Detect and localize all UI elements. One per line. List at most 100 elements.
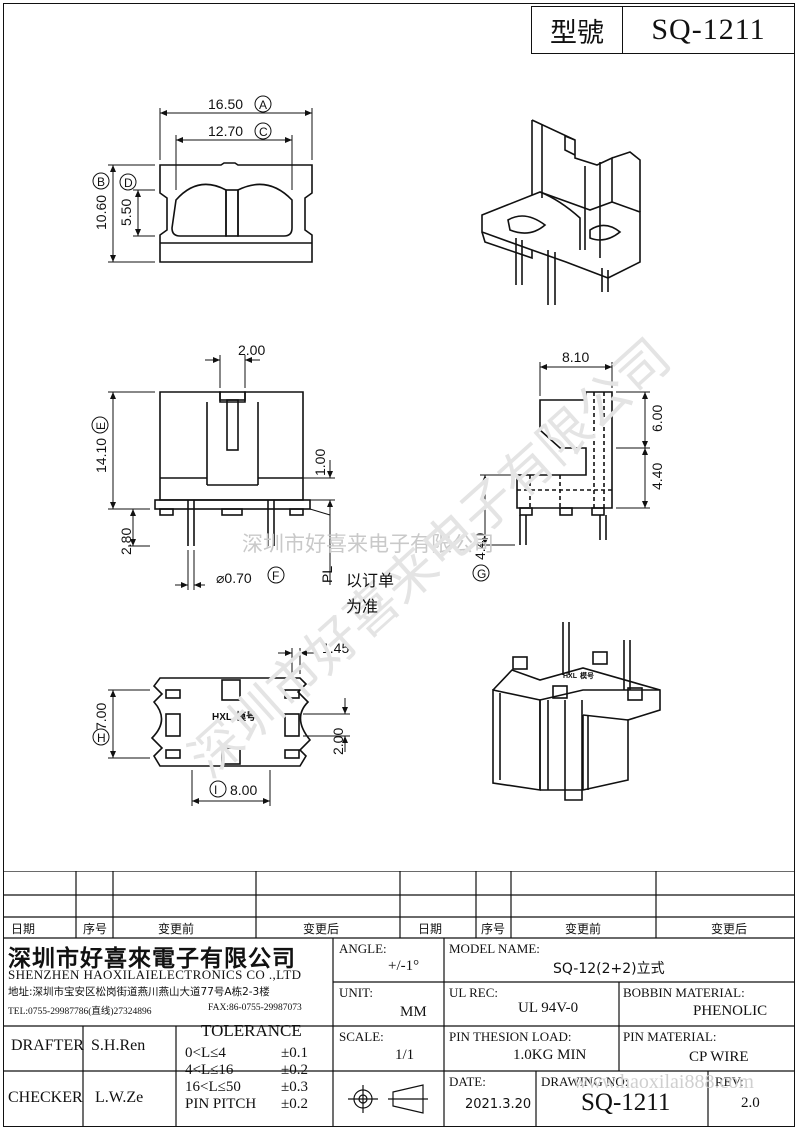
isometric-view-bottom (492, 622, 661, 801)
bottom-marking-brand: HXL (212, 712, 232, 723)
angle-label: ANGLE: (339, 941, 387, 956)
pin-load-value: 1.0KG MIN (513, 1047, 587, 1063)
drawing-frame (3, 3, 795, 1127)
tolerance-range-1: 0<L≤4 (185, 1045, 226, 1061)
title-block: 日期 序号 变更前 变更后 日期 序号 变更前 变更后 深圳市好喜來電子有限公司… (3, 871, 795, 1127)
bottom-marking-model: 模号 (236, 710, 256, 723)
iso-marking-model: 模号 (580, 671, 594, 680)
rev-header-seq-2: 序号 (481, 922, 506, 936)
tolerance-range-4: PIN PITCH (185, 1096, 257, 1112)
dim-e-tag: E (94, 422, 108, 430)
dim-side-upper: 6.00 (649, 405, 665, 432)
tolerance-range-2: 4<L≤16 (185, 1062, 234, 1078)
company-name-cn: 深圳市好喜來電子有限公司 (8, 946, 296, 972)
dim-b: 10.60 (93, 195, 109, 230)
rev-value: 2.0 (741, 1095, 760, 1111)
dim-f-tag: F (272, 569, 279, 583)
tolerance-value-1: ±0.1 (281, 1045, 308, 1061)
pl-note-line1: 以订单 (346, 571, 395, 590)
dim-d-tag: D (124, 176, 133, 190)
tolerance-value-2: ±0.2 (281, 1062, 308, 1078)
tolerance-value-4: ±0.2 (281, 1096, 308, 1112)
dim-front-top: 2.00 (238, 342, 265, 358)
rev-header-after-2: 变更后 (711, 922, 748, 936)
drafter-label: DRAFTER (11, 1037, 84, 1054)
pin-load-label: PIN THESION LOAD: (449, 1029, 572, 1044)
top-view (108, 108, 313, 263)
date-value: 2021.3.20 (465, 1097, 532, 1112)
ul-label: UL REC: (449, 985, 498, 1000)
pin-material-value: CP WIRE (689, 1049, 749, 1065)
checker-value: L.W.Ze (95, 1089, 144, 1106)
dim-side-lower: 4.40 (649, 463, 665, 490)
isometric-view-top (481, 119, 641, 305)
iso-marking-brand: HXL (563, 673, 578, 680)
dim-side-width: 8.10 (562, 349, 589, 365)
checker-label: CHECKER (8, 1089, 83, 1106)
dim-d: 5.50 (118, 199, 134, 226)
dim-b-tag: B (97, 175, 105, 189)
model-label: 型號 (532, 7, 623, 53)
watermark-center: 深圳市好喜来电子有限公司 (242, 533, 494, 556)
dim-bottom-width: 8.00 (230, 782, 257, 798)
dim-bottom-height: 7.00 (93, 703, 109, 730)
company-tel: TEL:0755-29987786(直线)27324896 (8, 1007, 152, 1017)
rev-header-date-2: 日期 (418, 922, 443, 936)
dim-bottom-notch: 1.45 (322, 640, 349, 656)
dim-g-circle (472, 564, 490, 582)
dim-front-height: 14.10 (93, 438, 109, 473)
dim-front-slot: 1.00 (312, 449, 328, 476)
dim-a: 16.50 (208, 96, 243, 112)
unit-value: MM (400, 1004, 427, 1020)
tolerance-range-3: 16<L≤50 (185, 1079, 241, 1095)
drawing-no-value: SQ-1211 (581, 1089, 671, 1116)
watermark-diagonal: 深圳市好喜来电子有限公司 (179, 328, 682, 789)
model-name-label: MODEL NAME: (449, 941, 540, 956)
projection-symbol-icon (348, 1084, 428, 1114)
dim-i-circle (209, 780, 227, 798)
drafter-value: S.H.Ren (91, 1037, 146, 1054)
ul-value: UL 94V-0 (518, 1000, 579, 1016)
dim-b-circle (92, 172, 110, 190)
bobbin-value: PHENOLIC (693, 1003, 768, 1019)
bottom-view (108, 648, 350, 806)
pin-material-label: PIN MATERIAL: (623, 1029, 717, 1044)
company-fax: FAX:86-0755-29987073 (208, 1003, 302, 1013)
rev-label: REV: (715, 1074, 744, 1089)
tolerance-value-3: ±0.3 (281, 1079, 308, 1095)
technical-drawing: 16.50 A 12.70 C 10.60 B 5.50 D 2.00 14.1… (91, 95, 682, 806)
dim-a-circle (254, 95, 272, 113)
model-value: SQ-1211 (651, 13, 766, 46)
dim-c: 12.70 (208, 123, 243, 139)
dim-pin-length: 2.80 (118, 528, 134, 555)
dim-c-tag: C (259, 125, 268, 139)
pl-note-line2: 为准 (346, 597, 379, 616)
rev-header-before-1: 变更前 (158, 922, 195, 936)
rev-header-after-1: 变更后 (303, 922, 340, 936)
angle-value: +/-1° (388, 958, 420, 974)
dim-g-tag: G (477, 567, 486, 581)
dim-i-tag: I (214, 783, 217, 797)
company-address: 地址:深圳市宝安区松岗街道燕川燕山大道77号A栋2-3楼 (8, 986, 270, 998)
unit-label: UNIT: (339, 985, 374, 1000)
rev-header-date-1: 日期 (11, 922, 36, 936)
dim-h-circle (92, 728, 110, 746)
dim-bottom-right: 2.00 (330, 728, 346, 755)
company-name-en: SHENZHEN HAOXILAIELECTRONICS CO .,LTD (8, 967, 302, 982)
model-name-value: SQ-12(2+2)立式 (553, 961, 665, 977)
tolerance-label: TOLERANCE (201, 1021, 302, 1040)
dim-a-tag: A (259, 98, 267, 112)
scale-value: 1/1 (395, 1047, 415, 1063)
dim-f-circle (267, 566, 285, 584)
dim-side-pin: 4.40 (472, 533, 488, 560)
date-label: DATE: (449, 1074, 486, 1089)
dim-e-circle (91, 416, 109, 434)
dim-c-circle (254, 122, 272, 140)
front-view (108, 355, 335, 590)
dim-d-circle (119, 173, 137, 191)
dim-h-tag: H (97, 731, 106, 745)
side-view (480, 362, 650, 546)
rev-header-before-2: 变更前 (565, 922, 602, 936)
model-number-box: 型號 SQ-1211 (531, 6, 795, 54)
dim-pl: PL (319, 566, 335, 583)
